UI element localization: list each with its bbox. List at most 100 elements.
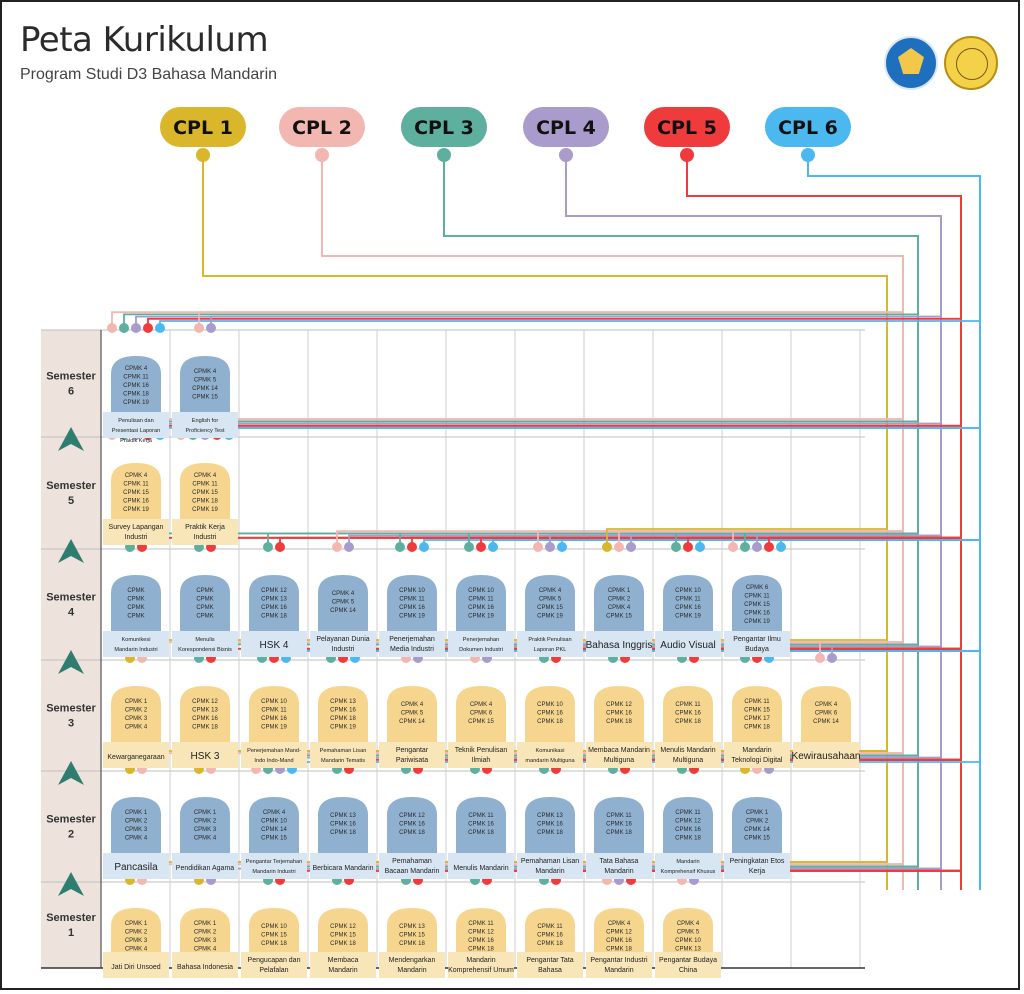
semester-number: 6 [68, 386, 74, 398]
cpmk-code: CPMK 12 [399, 813, 425, 819]
cpmk-code: CPMK 10 [261, 924, 287, 930]
course-name: Pemahaman [392, 858, 432, 865]
cpmk-code: CPMK 15 [399, 933, 425, 939]
cpl-node [155, 323, 165, 333]
cpmk-code: CPMK 14 [813, 719, 839, 725]
course-label-plate [172, 742, 238, 768]
course-name: Presentasi Laporan [112, 428, 161, 434]
cpl-badge[interactable]: CPL 2 [279, 107, 365, 162]
cpl-pill [279, 107, 365, 147]
course-name: English for [192, 418, 219, 424]
cpl-anchor-node [315, 148, 329, 162]
cpl-node [107, 323, 117, 333]
cpmk-code: CPMK [127, 614, 144, 620]
cpl-node [194, 323, 204, 333]
cpl-connector [732, 530, 903, 547]
cpl-badge[interactable]: CPL 5 [644, 107, 730, 162]
cpmk-code: CPMK 10 [261, 699, 287, 705]
course-label-plate [241, 952, 307, 978]
course-name: Mandarin [604, 967, 633, 974]
cpl-node [728, 542, 738, 552]
course-name: Komprehensif Khusus [661, 869, 716, 875]
course-name: Praktik Kerja [120, 438, 153, 444]
cpmk-code: CPMK [127, 588, 144, 594]
course-name: Pendidikan Agama [176, 865, 234, 872]
course-name: Mandarin Industri [114, 647, 157, 653]
course-label-plate [655, 952, 721, 978]
cpl-badge[interactable]: CPL 6 [765, 107, 851, 162]
cpl-trunk-line [686, 160, 962, 890]
cpmk-code: CPMK 16 [123, 383, 149, 389]
semester-number: 5 [68, 495, 74, 507]
course-name: Bahasa Indonesia [177, 964, 233, 971]
course-name: Membaca [328, 957, 359, 964]
course-label-plate [172, 631, 238, 657]
course-name: Industri [332, 646, 355, 653]
cpl-node [740, 542, 750, 552]
cpl-node [695, 542, 705, 552]
cpl-node [476, 542, 486, 552]
cpmk-code: CPMK 18 [606, 719, 632, 725]
cpmk-code: CPMK 15 [261, 933, 287, 939]
cpmk-code: CPMK 15 [330, 933, 356, 939]
cpl-badge[interactable]: CPL 4 [523, 107, 609, 162]
cpmk-code: CPMK 18 [330, 716, 356, 722]
progression-arrow-icon [58, 872, 84, 896]
cpl-node [119, 323, 129, 333]
course-name: Pelafalan [259, 967, 288, 974]
course-name: Industri [194, 534, 217, 541]
cpmk-code: CPMK 12 [330, 924, 356, 930]
course-name: Korespondensi Bisnis [178, 647, 232, 653]
cpmk-code: CPMK 4 [125, 366, 148, 372]
cpmk-code: CPMK 12 [468, 930, 494, 936]
cpmk-code: CPMK 16 [537, 711, 563, 717]
cpl-badge[interactable]: CPL 3 [401, 107, 487, 162]
cpl-badge[interactable]: CPL 1 [160, 107, 246, 162]
cpmk-code: CPMK 18 [468, 830, 494, 836]
